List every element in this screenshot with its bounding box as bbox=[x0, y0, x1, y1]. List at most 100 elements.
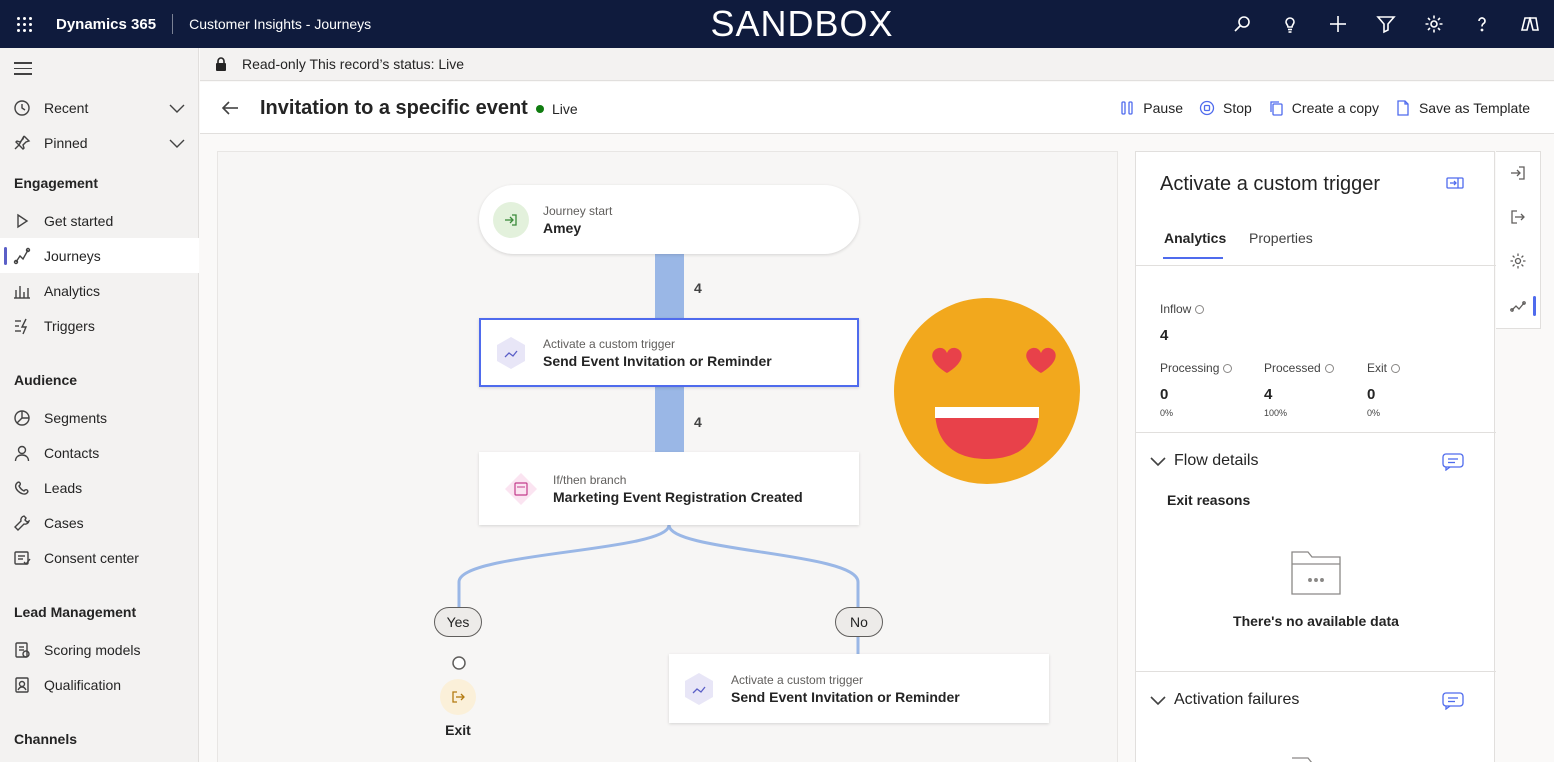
info-icon[interactable] bbox=[1195, 305, 1205, 314]
section-heading-audience: Audience bbox=[14, 372, 78, 388]
sidebar-item-recent[interactable]: Recent bbox=[0, 90, 199, 125]
sign-out-icon bbox=[1511, 210, 1525, 224]
pause-label: Pause bbox=[1143, 100, 1183, 116]
info-icon[interactable] bbox=[1223, 364, 1233, 373]
lightbulb-icon bbox=[1285, 17, 1295, 33]
branch-yes-label[interactable]: Yes bbox=[434, 607, 482, 637]
tab-properties[interactable]: Properties bbox=[1249, 230, 1313, 246]
create-copy-label: Create a copy bbox=[1291, 100, 1379, 116]
exit-metric-value: 0 bbox=[1367, 386, 1376, 403]
settings-icon bbox=[1425, 15, 1443, 33]
settings-rail-button[interactable] bbox=[1509, 252, 1527, 270]
create-copy-button[interactable]: Create a copy bbox=[1268, 100, 1379, 116]
sidebar-item-pinned[interactable]: Pinned bbox=[0, 125, 199, 160]
sidebar-item-label: Contacts bbox=[44, 444, 100, 461]
brand-name[interactable]: Dynamics 365 bbox=[56, 15, 157, 33]
info-icon[interactable] bbox=[1391, 364, 1401, 373]
pause-button[interactable]: Pause bbox=[1119, 100, 1183, 116]
activation-failures-toggle[interactable]: Activation failures bbox=[1150, 691, 1299, 709]
exit-icon bbox=[452, 691, 465, 703]
pause-icon bbox=[1121, 101, 1133, 115]
section-heading-channels: Channels bbox=[14, 731, 78, 747]
help-button[interactable] bbox=[1458, 0, 1506, 48]
trigger-icon bbox=[493, 335, 529, 371]
sidebar-item-consent-center[interactable]: Consent center bbox=[0, 540, 199, 575]
qualification-icon bbox=[15, 676, 29, 693]
sidebar-item-label: Scoring models bbox=[44, 641, 141, 658]
sidebar-item-label: Journeys bbox=[44, 247, 101, 264]
section-title: Flow details bbox=[1174, 452, 1259, 469]
app-name[interactable]: Customer Insights - Journeys bbox=[189, 16, 372, 32]
custom-trigger-card[interactable]: Activate a custom trigger Send Event Inv… bbox=[479, 318, 859, 387]
sidebar-item-scoring-models[interactable]: Scoring models bbox=[0, 632, 199, 667]
filter-button[interactable] bbox=[1362, 0, 1410, 48]
flow-details-toggle[interactable]: Flow details bbox=[1150, 452, 1258, 470]
search-button[interactable] bbox=[1218, 0, 1266, 48]
info-icon[interactable] bbox=[1324, 364, 1334, 373]
chevron-down-icon bbox=[1150, 457, 1166, 467]
record-header: Invitation to a specific event Live Paus… bbox=[200, 82, 1554, 134]
inflow-value: 4 bbox=[1160, 327, 1169, 344]
settings-button[interactable] bbox=[1410, 0, 1458, 48]
sidebar-item-cases[interactable]: Cases bbox=[0, 505, 199, 540]
activation-failures-feedback-button[interactable] bbox=[1442, 692, 1464, 711]
analytics-rail-button[interactable] bbox=[1509, 297, 1527, 315]
branch-no-label[interactable]: No bbox=[835, 607, 883, 637]
card-type-label: Journey start bbox=[543, 203, 613, 218]
exit-rail-button[interactable] bbox=[1509, 208, 1527, 226]
page-title: Invitation to a specific event bbox=[260, 97, 528, 119]
sidebar-item-contacts[interactable]: Contacts bbox=[0, 435, 199, 470]
sidebar-item-get-started[interactable]: Get started bbox=[0, 203, 199, 238]
add-icon bbox=[1330, 16, 1346, 32]
play-icon bbox=[17, 213, 29, 228]
consent-icon bbox=[14, 550, 31, 565]
save-as-template-button[interactable]: Save as Template bbox=[1395, 100, 1530, 116]
card-name: Send Event Invitation or Reminder bbox=[731, 688, 960, 705]
card-type-label: Activate a custom trigger bbox=[543, 336, 676, 351]
tab-analytics[interactable]: Analytics bbox=[1164, 230, 1227, 246]
exit-node[interactable] bbox=[440, 679, 476, 715]
clock-icon bbox=[14, 99, 30, 116]
sidebar-item-label: Recent bbox=[44, 99, 89, 116]
hamburger-menu-button[interactable] bbox=[14, 62, 32, 76]
collapse-panel-button[interactable] bbox=[1446, 176, 1464, 190]
flow-count: 4 bbox=[694, 280, 702, 296]
segments-icon bbox=[14, 409, 30, 426]
sidebar-item-label: Consent center bbox=[44, 549, 139, 566]
empty-folder-icon bbox=[1291, 551, 1341, 595]
sidebar-item-triggers[interactable]: Triggers bbox=[0, 308, 199, 343]
journey-start-card[interactable]: Journey start Amey bbox=[479, 185, 859, 254]
processing-label: Processing bbox=[1160, 361, 1233, 375]
journey-connectors bbox=[452, 252, 860, 670]
processing-percent: 0% bbox=[1160, 408, 1174, 418]
app-launcher-button[interactable] bbox=[0, 0, 48, 48]
entry-rail-button[interactable] bbox=[1509, 164, 1527, 182]
stop-button[interactable]: Stop bbox=[1199, 100, 1252, 116]
copilot-button[interactable] bbox=[1506, 0, 1554, 48]
sidebar-item-label: Qualification bbox=[44, 676, 122, 693]
card-type-label: If/then branch bbox=[553, 472, 627, 487]
divider bbox=[1136, 265, 1496, 266]
card-type-label: Activate a custom trigger bbox=[731, 672, 864, 687]
exit-metric-label: Exit bbox=[1367, 361, 1401, 375]
sidebar-item-journeys[interactable]: Journeys bbox=[0, 238, 199, 273]
sidebar-item-leads[interactable]: Leads bbox=[0, 470, 199, 505]
sidebar-item-segments[interactable]: Segments bbox=[0, 400, 199, 435]
filter-icon bbox=[1376, 16, 1396, 34]
sidebar-item-label: Cases bbox=[44, 514, 84, 531]
chevron-down-icon bbox=[1150, 696, 1166, 706]
sidebar-item-analytics[interactable]: Analytics bbox=[0, 273, 199, 308]
back-button[interactable] bbox=[220, 98, 240, 118]
copilot-icon bbox=[1520, 17, 1539, 31]
scoring-icon bbox=[15, 641, 30, 658]
section-title: Activation failures bbox=[1174, 691, 1300, 708]
exit-reasons-heading: Exit reasons bbox=[1167, 492, 1251, 508]
ideas-button[interactable] bbox=[1266, 0, 1314, 48]
if-then-branch-card[interactable]: If/then branch Marketing Event Registrat… bbox=[479, 452, 859, 525]
sidebar-item-qualification[interactable]: Qualification bbox=[0, 667, 199, 702]
custom-trigger-card[interactable]: Activate a custom trigger Send Event Inv… bbox=[669, 654, 1049, 723]
status-badge: Live bbox=[536, 101, 578, 117]
new-button[interactable] bbox=[1314, 0, 1362, 48]
flow-count: 4 bbox=[694, 414, 702, 430]
flow-details-feedback-button[interactable] bbox=[1442, 453, 1464, 472]
